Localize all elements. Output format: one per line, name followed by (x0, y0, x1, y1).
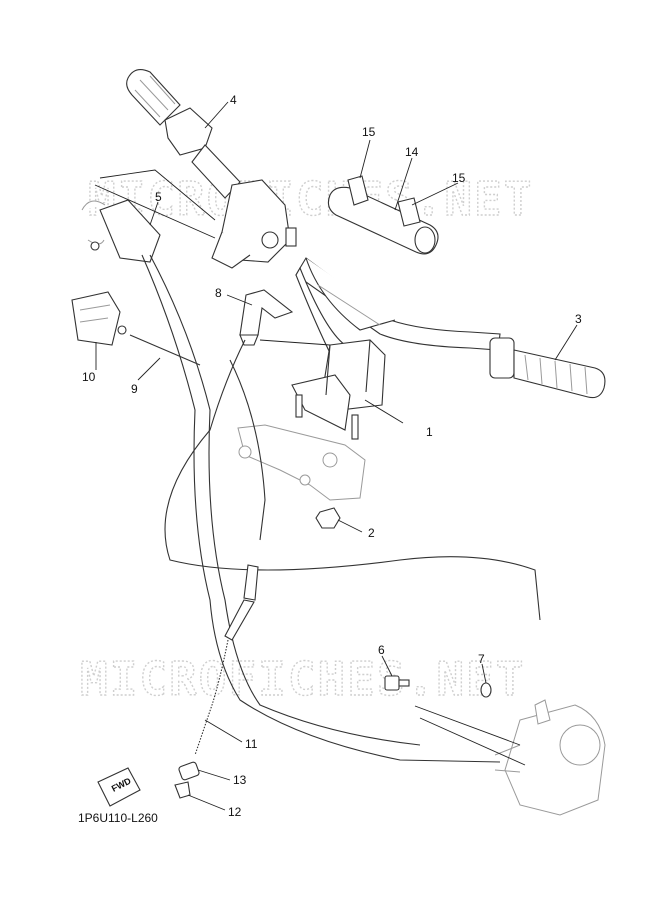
callout-5: 5 (155, 190, 162, 204)
callout-12: 12 (228, 805, 242, 819)
callout-8: 8 (215, 286, 222, 300)
throttle-body (494, 699, 606, 816)
callout-labels: 1 2 3 4 5 6 7 8 9 10 11 12 13 14 15 15 (82, 93, 582, 819)
throttle-housing (211, 179, 297, 269)
callout-3: 3 (575, 312, 582, 326)
grip-sleeve (327, 175, 439, 255)
clutch-holder (239, 289, 294, 346)
fwd-arrow: FWD (97, 767, 141, 807)
spring-cable (194, 564, 259, 756)
handlebar-holder (291, 339, 386, 440)
callout-10: 10 (82, 370, 96, 384)
switch (71, 291, 127, 346)
upper-bracket (237, 424, 366, 501)
callout-6: 6 (378, 643, 385, 657)
right-grip (489, 337, 606, 399)
cable-adjuster (81, 199, 161, 263)
nut (315, 507, 341, 529)
callout-9: 9 (131, 382, 138, 396)
cables (141, 254, 541, 763)
watermark-top: MICROFICHES.NET (88, 172, 533, 226)
callout-7: 7 (478, 652, 485, 666)
watermark-bottom: MICROFICHES.NET (80, 652, 525, 706)
callout-2: 2 (368, 526, 375, 540)
handlebar (295, 257, 501, 381)
cable-end-parts (174, 761, 200, 799)
leader-lines (94, 101, 578, 811)
callout-15-left: 15 (362, 125, 376, 139)
callout-14: 14 (405, 145, 419, 159)
throttle-grip (126, 69, 241, 199)
callout-13: 13 (233, 773, 247, 787)
callout-1: 1 (426, 425, 433, 439)
callout-11: 11 (245, 737, 258, 751)
callout-4: 4 (230, 93, 237, 107)
diagram-code: 1P6U110-L260 (78, 811, 158, 825)
small-cable (129, 334, 201, 366)
callout-15-right: 15 (452, 171, 466, 185)
